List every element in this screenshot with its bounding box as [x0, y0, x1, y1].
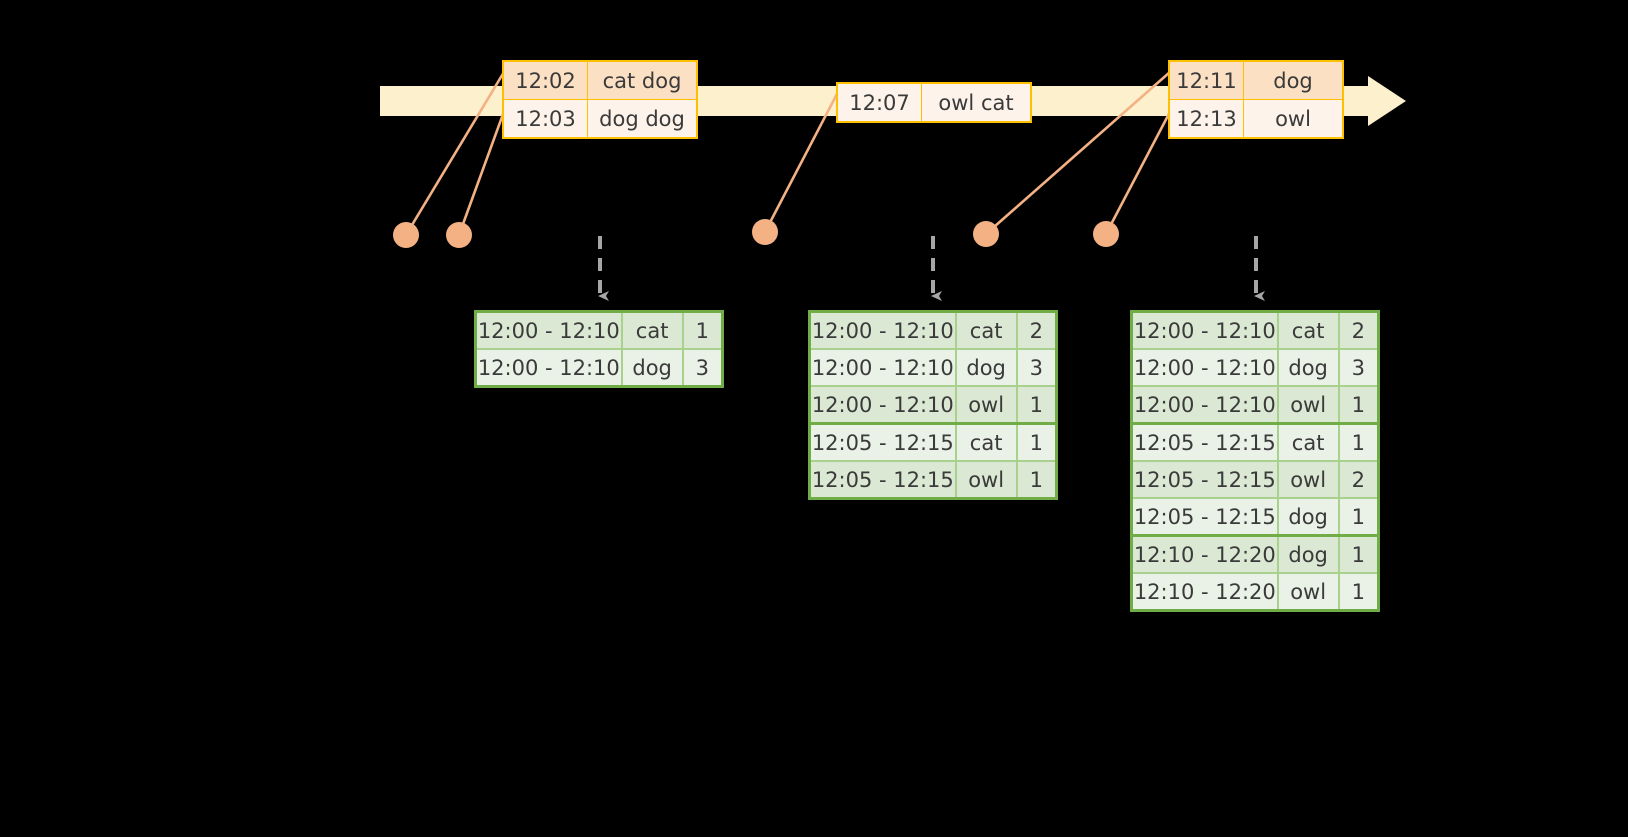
event-words: cat dog	[588, 62, 696, 99]
result-count-cell: 1	[1017, 425, 1055, 460]
event-words: owl	[1244, 100, 1342, 137]
result-count-cell: 2	[1339, 462, 1377, 497]
event-time: 12:13	[1170, 100, 1244, 137]
result-count-cell: 2	[1017, 313, 1055, 348]
event-words: dog dog	[588, 100, 696, 137]
result-window-cell: 12:05 - 12:15	[1133, 499, 1279, 534]
result-key-cell: cat	[622, 313, 684, 348]
event-time: 12:11	[1170, 62, 1244, 99]
event-dot-1203	[446, 222, 472, 248]
result-window-cell: 12:00 - 12:10	[477, 350, 623, 385]
result-window-cell: 12:05 - 12:15	[811, 462, 957, 497]
result-window-cell: 12:05 - 12:15	[1133, 425, 1279, 460]
event-dot-1213	[1093, 221, 1119, 247]
result-count-cell: 1	[1339, 387, 1377, 422]
result-window-cell: 12:00 - 12:10	[1133, 350, 1279, 385]
result-key-cell: dog	[1278, 499, 1340, 534]
result-key-cell: cat	[1278, 313, 1340, 348]
result-window-cell: 12:00 - 12:10	[811, 387, 957, 422]
event-dot-1211	[973, 221, 999, 247]
result-key-cell: dog	[1278, 537, 1340, 572]
result-key-cell: owl	[956, 462, 1018, 497]
result-count-cell: 3	[1339, 350, 1377, 385]
result-count-cell: 3	[1017, 350, 1055, 385]
event-time: 12:03	[504, 100, 588, 137]
event-time: 12:07	[838, 84, 922, 121]
result-key-cell: dog	[956, 350, 1018, 385]
event-dot-1207	[752, 219, 778, 245]
event-time: 12:02	[504, 62, 588, 99]
result-key-cell: dog	[1278, 350, 1340, 385]
result-key-cell: owl	[1278, 574, 1340, 609]
result-window-cell: 12:10 - 12:20	[1133, 537, 1279, 572]
result-window-cell: 12:00 - 12:10	[811, 313, 957, 348]
result-count-cell: 1	[1017, 387, 1055, 422]
result-key-cell: cat	[956, 425, 1018, 460]
connector-1203	[457, 105, 508, 236]
result-window-cell: 12:05 - 12:15	[811, 425, 957, 460]
result-window-cell: 12:05 - 12:15	[1133, 462, 1279, 497]
event-row: 12:02 cat dog	[504, 62, 696, 99]
result-count-cell: 1	[1339, 574, 1377, 609]
result-count-cell: 3	[683, 350, 721, 385]
event-row: 12:07 owl cat	[838, 84, 1030, 121]
result-count-cell: 1	[1339, 499, 1377, 534]
event-words: dog	[1244, 62, 1342, 99]
event-row: 12:03 dog dog	[504, 99, 696, 137]
event-box-late: 12:11 dog 12:13 owl	[1168, 60, 1344, 139]
result-key-cell: cat	[1278, 425, 1340, 460]
result-window-cell: 12:00 - 12:10	[477, 313, 623, 348]
event-row: 12:13 owl	[1170, 99, 1342, 137]
result-window-cell: 12:00 - 12:10	[1133, 313, 1279, 348]
result-key-cell: owl	[1278, 462, 1340, 497]
result-count-cell: 1	[1017, 462, 1055, 497]
result-key-cell: owl	[956, 387, 1018, 422]
result-window-cell: 12:10 - 12:20	[1133, 574, 1279, 609]
event-words: owl cat	[922, 84, 1030, 121]
event-box-early: 12:02 cat dog 12:03 dog dog	[502, 60, 698, 139]
result-count-cell: 1	[1339, 537, 1377, 572]
result-key-cell: owl	[1278, 387, 1340, 422]
event-box-middle: 12:07 owl cat	[836, 82, 1032, 123]
result-key-cell: cat	[956, 313, 1018, 348]
result-key-cell: dog	[622, 350, 684, 385]
connector-1213	[1104, 107, 1174, 235]
result-count-cell: 1	[1339, 425, 1377, 460]
event-row: 12:11 dog	[1170, 62, 1342, 99]
result-count-cell: 1	[683, 313, 721, 348]
result-window-cell: 12:00 - 12:10	[811, 350, 957, 385]
stream-timeline-arrow-icon	[1368, 76, 1406, 126]
result-count-cell: 2	[1339, 313, 1377, 348]
event-dot-1202	[393, 222, 419, 248]
result-window-cell: 12:00 - 12:10	[1133, 387, 1279, 422]
